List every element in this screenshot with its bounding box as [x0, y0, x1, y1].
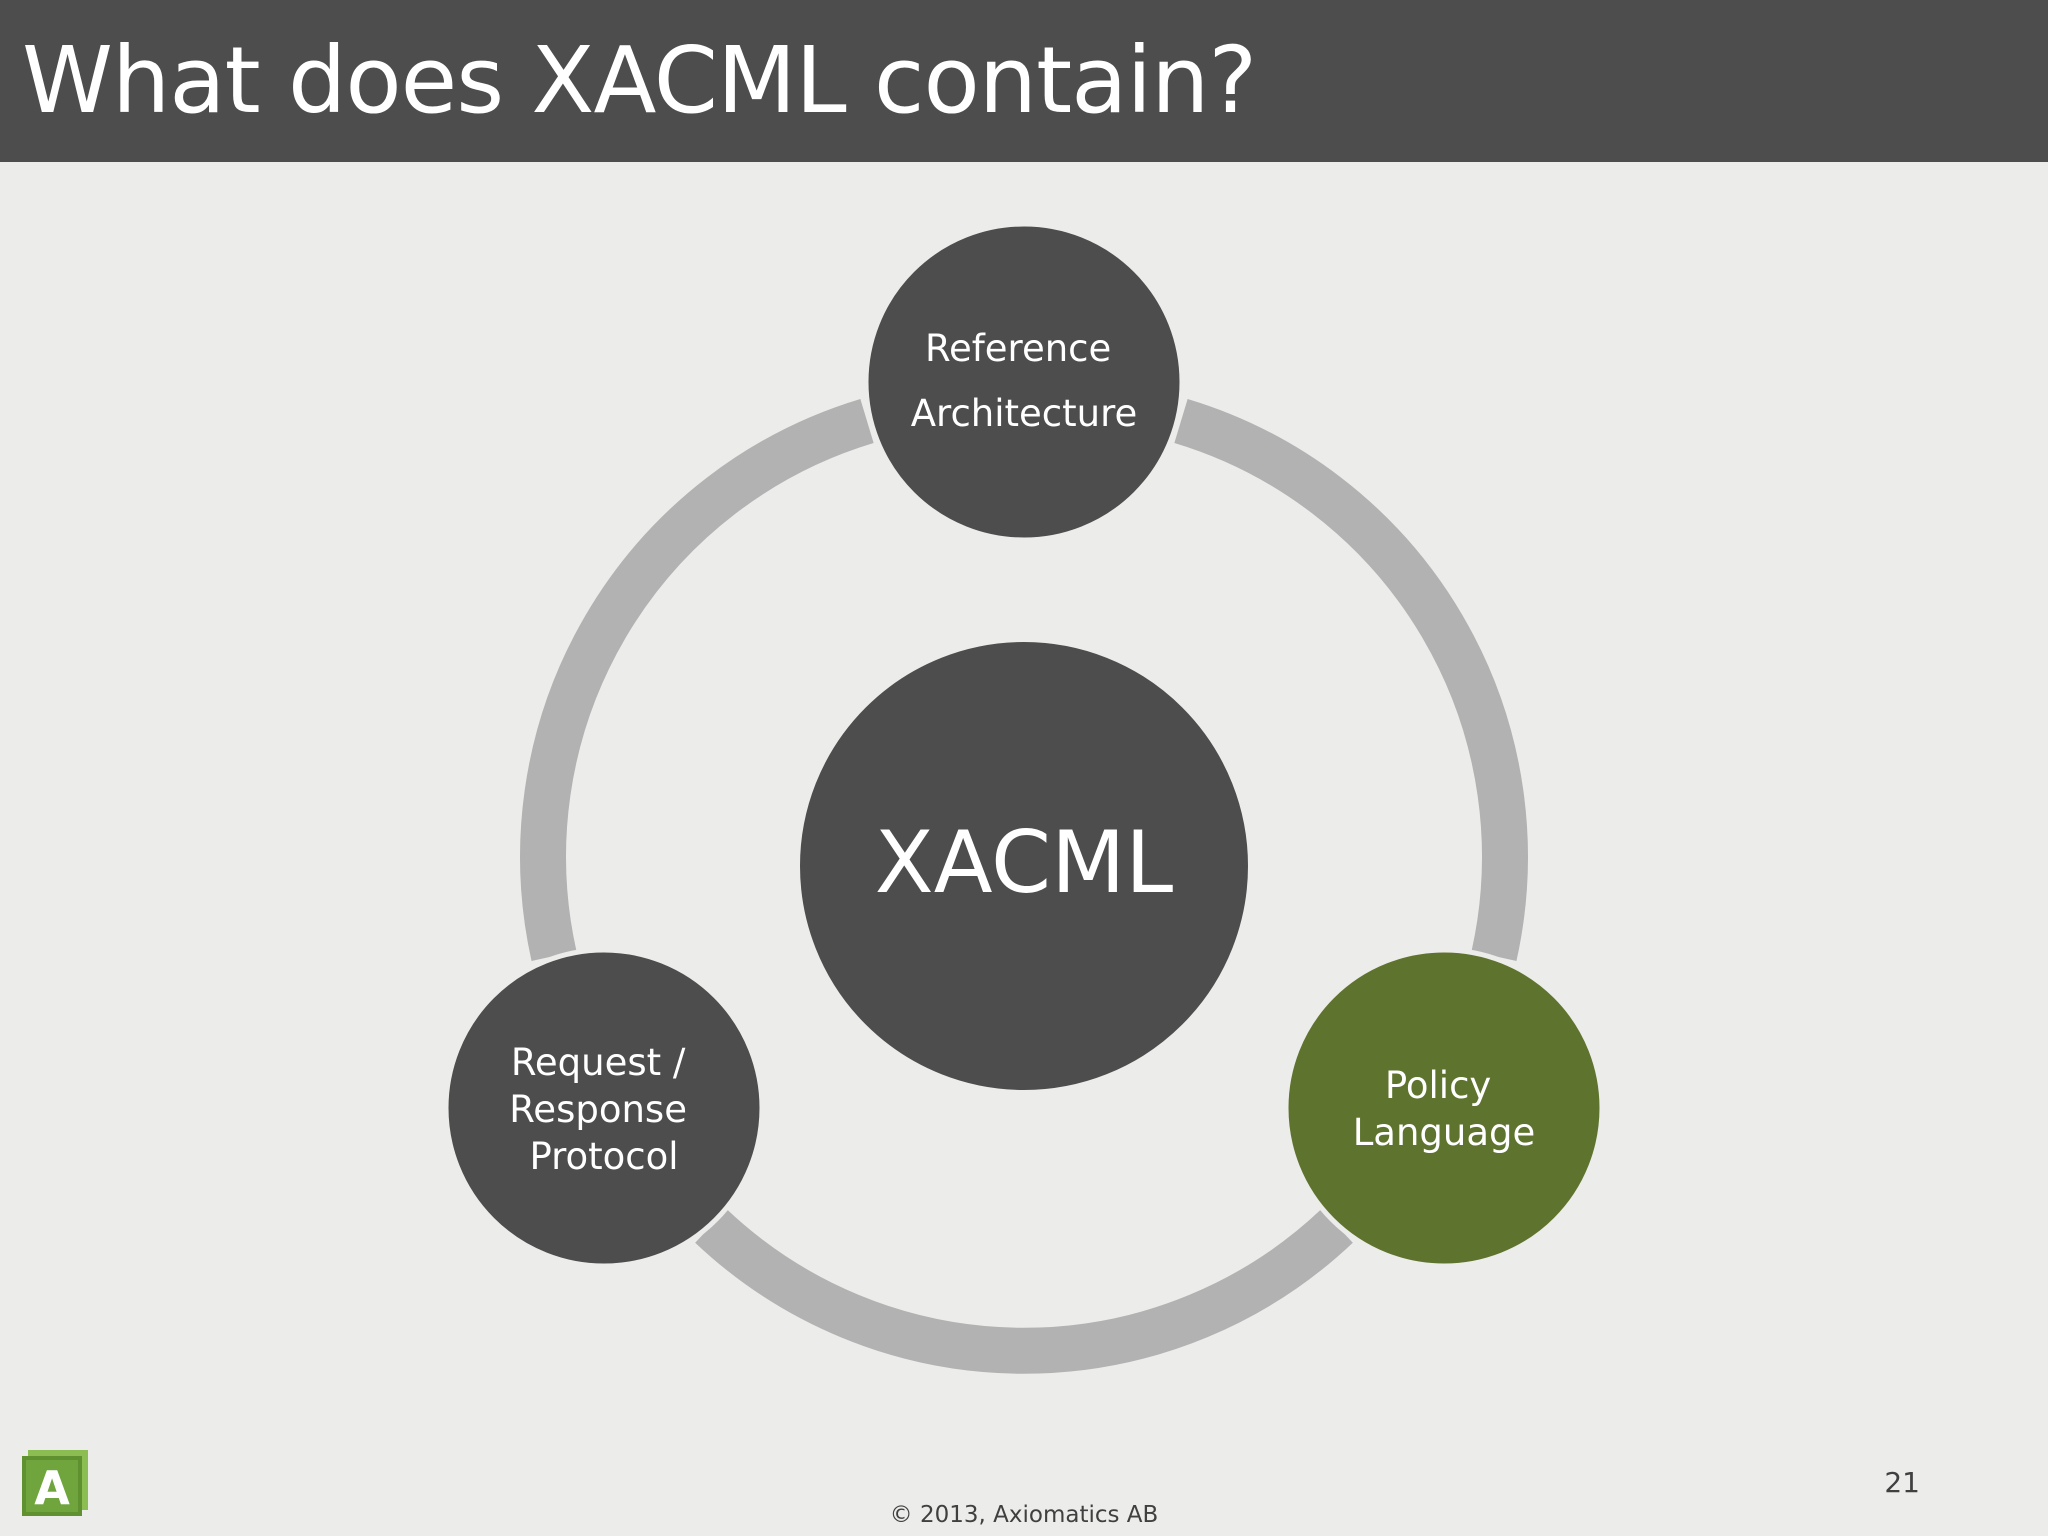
ring-arc-top-left [520, 398, 874, 962]
copyright-footer: © 2013, Axiomatics AB [889, 1502, 1159, 1528]
node-request-response-protocol [443, 947, 765, 1269]
axiomatics-logo-icon: A [22, 1450, 88, 1516]
node-policy-language-label: Policy Language [1353, 1064, 1536, 1154]
node-reference-architecture-label: Reference Architecture [911, 327, 1138, 435]
slide-title: What does XACML contain? [22, 27, 1257, 134]
title-bar: What does XACML contain? [0, 0, 2048, 162]
node-policy-language [1283, 947, 1605, 1269]
node-request-response-protocol-label: Request / Response Protocol [509, 1041, 698, 1178]
page-number: 21 [1884, 1466, 1920, 1499]
ring-arc-top-right [1174, 398, 1528, 962]
center-node [796, 638, 1252, 1094]
center-node-label: XACML [875, 813, 1173, 913]
logo-letter: A [34, 1461, 70, 1515]
ring-arc-bottom [695, 1209, 1353, 1374]
node-reference-architecture [863, 221, 1185, 543]
